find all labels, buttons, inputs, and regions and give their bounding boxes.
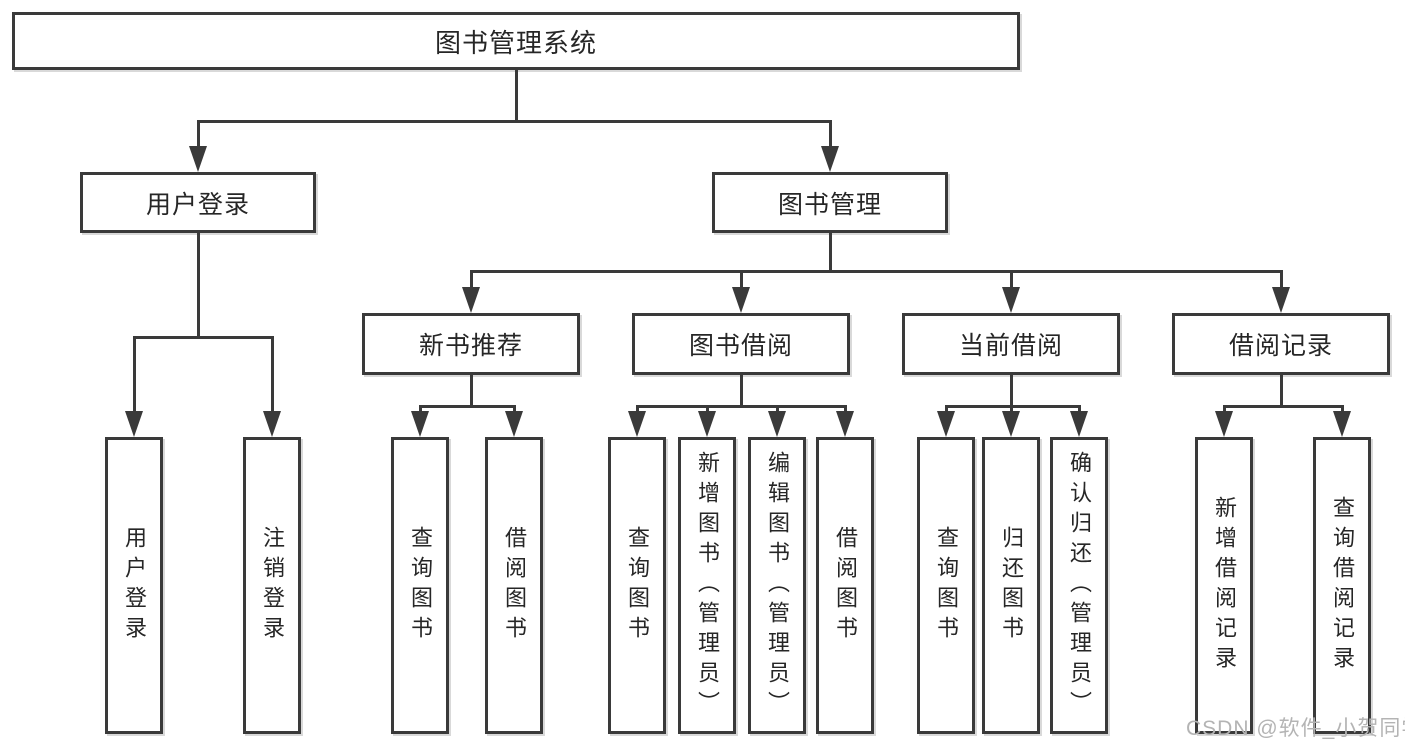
node-leaf-confirm-return-admin: 确认归还（管理员）	[1050, 437, 1108, 734]
arrow-down-icon	[698, 411, 716, 437]
node-current-borrowing: 当前借阅	[902, 313, 1120, 375]
node-label: 编辑图书（管理员）	[765, 450, 790, 721]
arrow-down-icon	[628, 411, 646, 437]
tree-line	[829, 233, 832, 270]
tree-line	[740, 270, 743, 290]
node-leaf-borrow-books: 借阅图书	[816, 437, 874, 734]
tree-line	[945, 405, 948, 415]
tree-line	[133, 336, 136, 412]
tree-line	[636, 405, 639, 415]
tree-line	[515, 70, 518, 120]
node-leaf-borrow-books-recommend: 借阅图书	[485, 437, 543, 734]
tree-line	[419, 405, 515, 408]
tree-line	[1078, 405, 1081, 415]
tree-line	[636, 405, 846, 408]
arrow-down-icon	[821, 146, 839, 172]
node-label: 查询借阅记录	[1330, 495, 1355, 676]
node-label: 当前借阅	[958, 332, 1063, 360]
tree-line	[776, 405, 779, 415]
node-leaf-add-borrow-record: 新增借阅记录	[1195, 437, 1253, 734]
tree-line	[271, 336, 274, 412]
arrow-down-icon	[937, 411, 955, 437]
node-label: 归还图书	[999, 525, 1024, 646]
tree-line	[197, 120, 200, 148]
node-label: 注销登录	[260, 525, 285, 646]
tree-line	[470, 270, 1282, 273]
node-label: 查询图书	[934, 525, 959, 646]
tree-line	[1223, 405, 1343, 408]
node-book-management: 图书管理	[712, 172, 948, 233]
node-label: 图书借阅	[688, 332, 793, 360]
tree-line	[197, 233, 200, 336]
tree-line	[419, 405, 422, 415]
node-leaf-return-books: 归还图书	[982, 437, 1040, 734]
node-leaf-edit-books-admin: 编辑图书（管理员）	[748, 437, 806, 734]
node-label: 确认归还（管理员）	[1067, 450, 1092, 721]
node-leaf-query-books-recommend: 查询图书	[391, 437, 449, 734]
node-leaf-query-books-current: 查询图书	[917, 437, 975, 734]
node-book-borrowing: 图书借阅	[632, 313, 850, 375]
node-label: 借阅图书	[502, 525, 527, 646]
tree-line	[740, 375, 743, 405]
node-leaf-user-login: 用户登录	[105, 437, 163, 734]
node-root-library-system: 图书管理系统	[12, 12, 1020, 70]
arrow-down-icon	[411, 411, 429, 437]
tree-line	[1010, 375, 1013, 405]
node-new-book-recommend: 新书推荐	[362, 313, 580, 375]
node-leaf-query-books-borrowing: 查询图书	[608, 437, 666, 734]
arrow-down-icon	[462, 287, 480, 313]
node-label: 查询图书	[408, 525, 433, 646]
arrow-down-icon	[1070, 411, 1088, 437]
tree-line	[470, 375, 473, 405]
arrow-down-icon	[1215, 411, 1233, 437]
node-leaf-add-books-admin: 新增图书（管理员）	[678, 437, 736, 734]
arrow-down-icon	[1002, 287, 1020, 313]
node-leaf-query-borrow-record: 查询借阅记录	[1313, 437, 1371, 734]
tree-line	[829, 120, 832, 148]
tree-line	[470, 270, 473, 290]
tree-line	[197, 120, 831, 123]
watermark: CSDN @软件_小贺同学	[1186, 717, 1405, 740]
node-label: 借阅图书	[833, 525, 858, 646]
arrow-down-icon	[263, 411, 281, 437]
node-label: 新书推荐	[418, 332, 523, 360]
node-label: 图书管理系统	[434, 27, 597, 58]
arrow-down-icon	[768, 411, 786, 437]
tree-line	[1280, 270, 1283, 290]
tree-line	[133, 336, 273, 339]
node-label: 查询图书	[625, 525, 650, 646]
arrow-down-icon	[125, 411, 143, 437]
node-borrowing-records: 借阅记录	[1172, 313, 1390, 375]
arrow-down-icon	[836, 411, 854, 437]
tree-line	[1010, 405, 1013, 415]
arrow-down-icon	[1002, 411, 1020, 437]
arrow-down-icon	[1272, 287, 1290, 313]
arrow-down-icon	[732, 287, 750, 313]
node-label: 用户登录	[122, 525, 147, 646]
node-label: 借阅记录	[1228, 332, 1333, 360]
tree-line	[1280, 375, 1283, 405]
arrow-down-icon	[505, 411, 523, 437]
node-leaf-logout: 注销登录	[243, 437, 301, 734]
tree-line	[513, 405, 516, 415]
arrow-down-icon	[1333, 411, 1351, 437]
node-label: 图书管理	[777, 190, 882, 219]
tree-line	[1223, 405, 1226, 415]
arrow-down-icon	[189, 146, 207, 172]
node-label: 新增图书（管理员）	[695, 450, 720, 721]
node-label: 新增借阅记录	[1212, 495, 1237, 676]
tree-line	[844, 405, 847, 415]
tree-line	[706, 405, 709, 415]
node-label: 用户登录	[145, 190, 250, 219]
tree-line	[1341, 405, 1344, 415]
node-user-login-group: 用户登录	[80, 172, 316, 233]
tree-line	[1010, 270, 1013, 290]
